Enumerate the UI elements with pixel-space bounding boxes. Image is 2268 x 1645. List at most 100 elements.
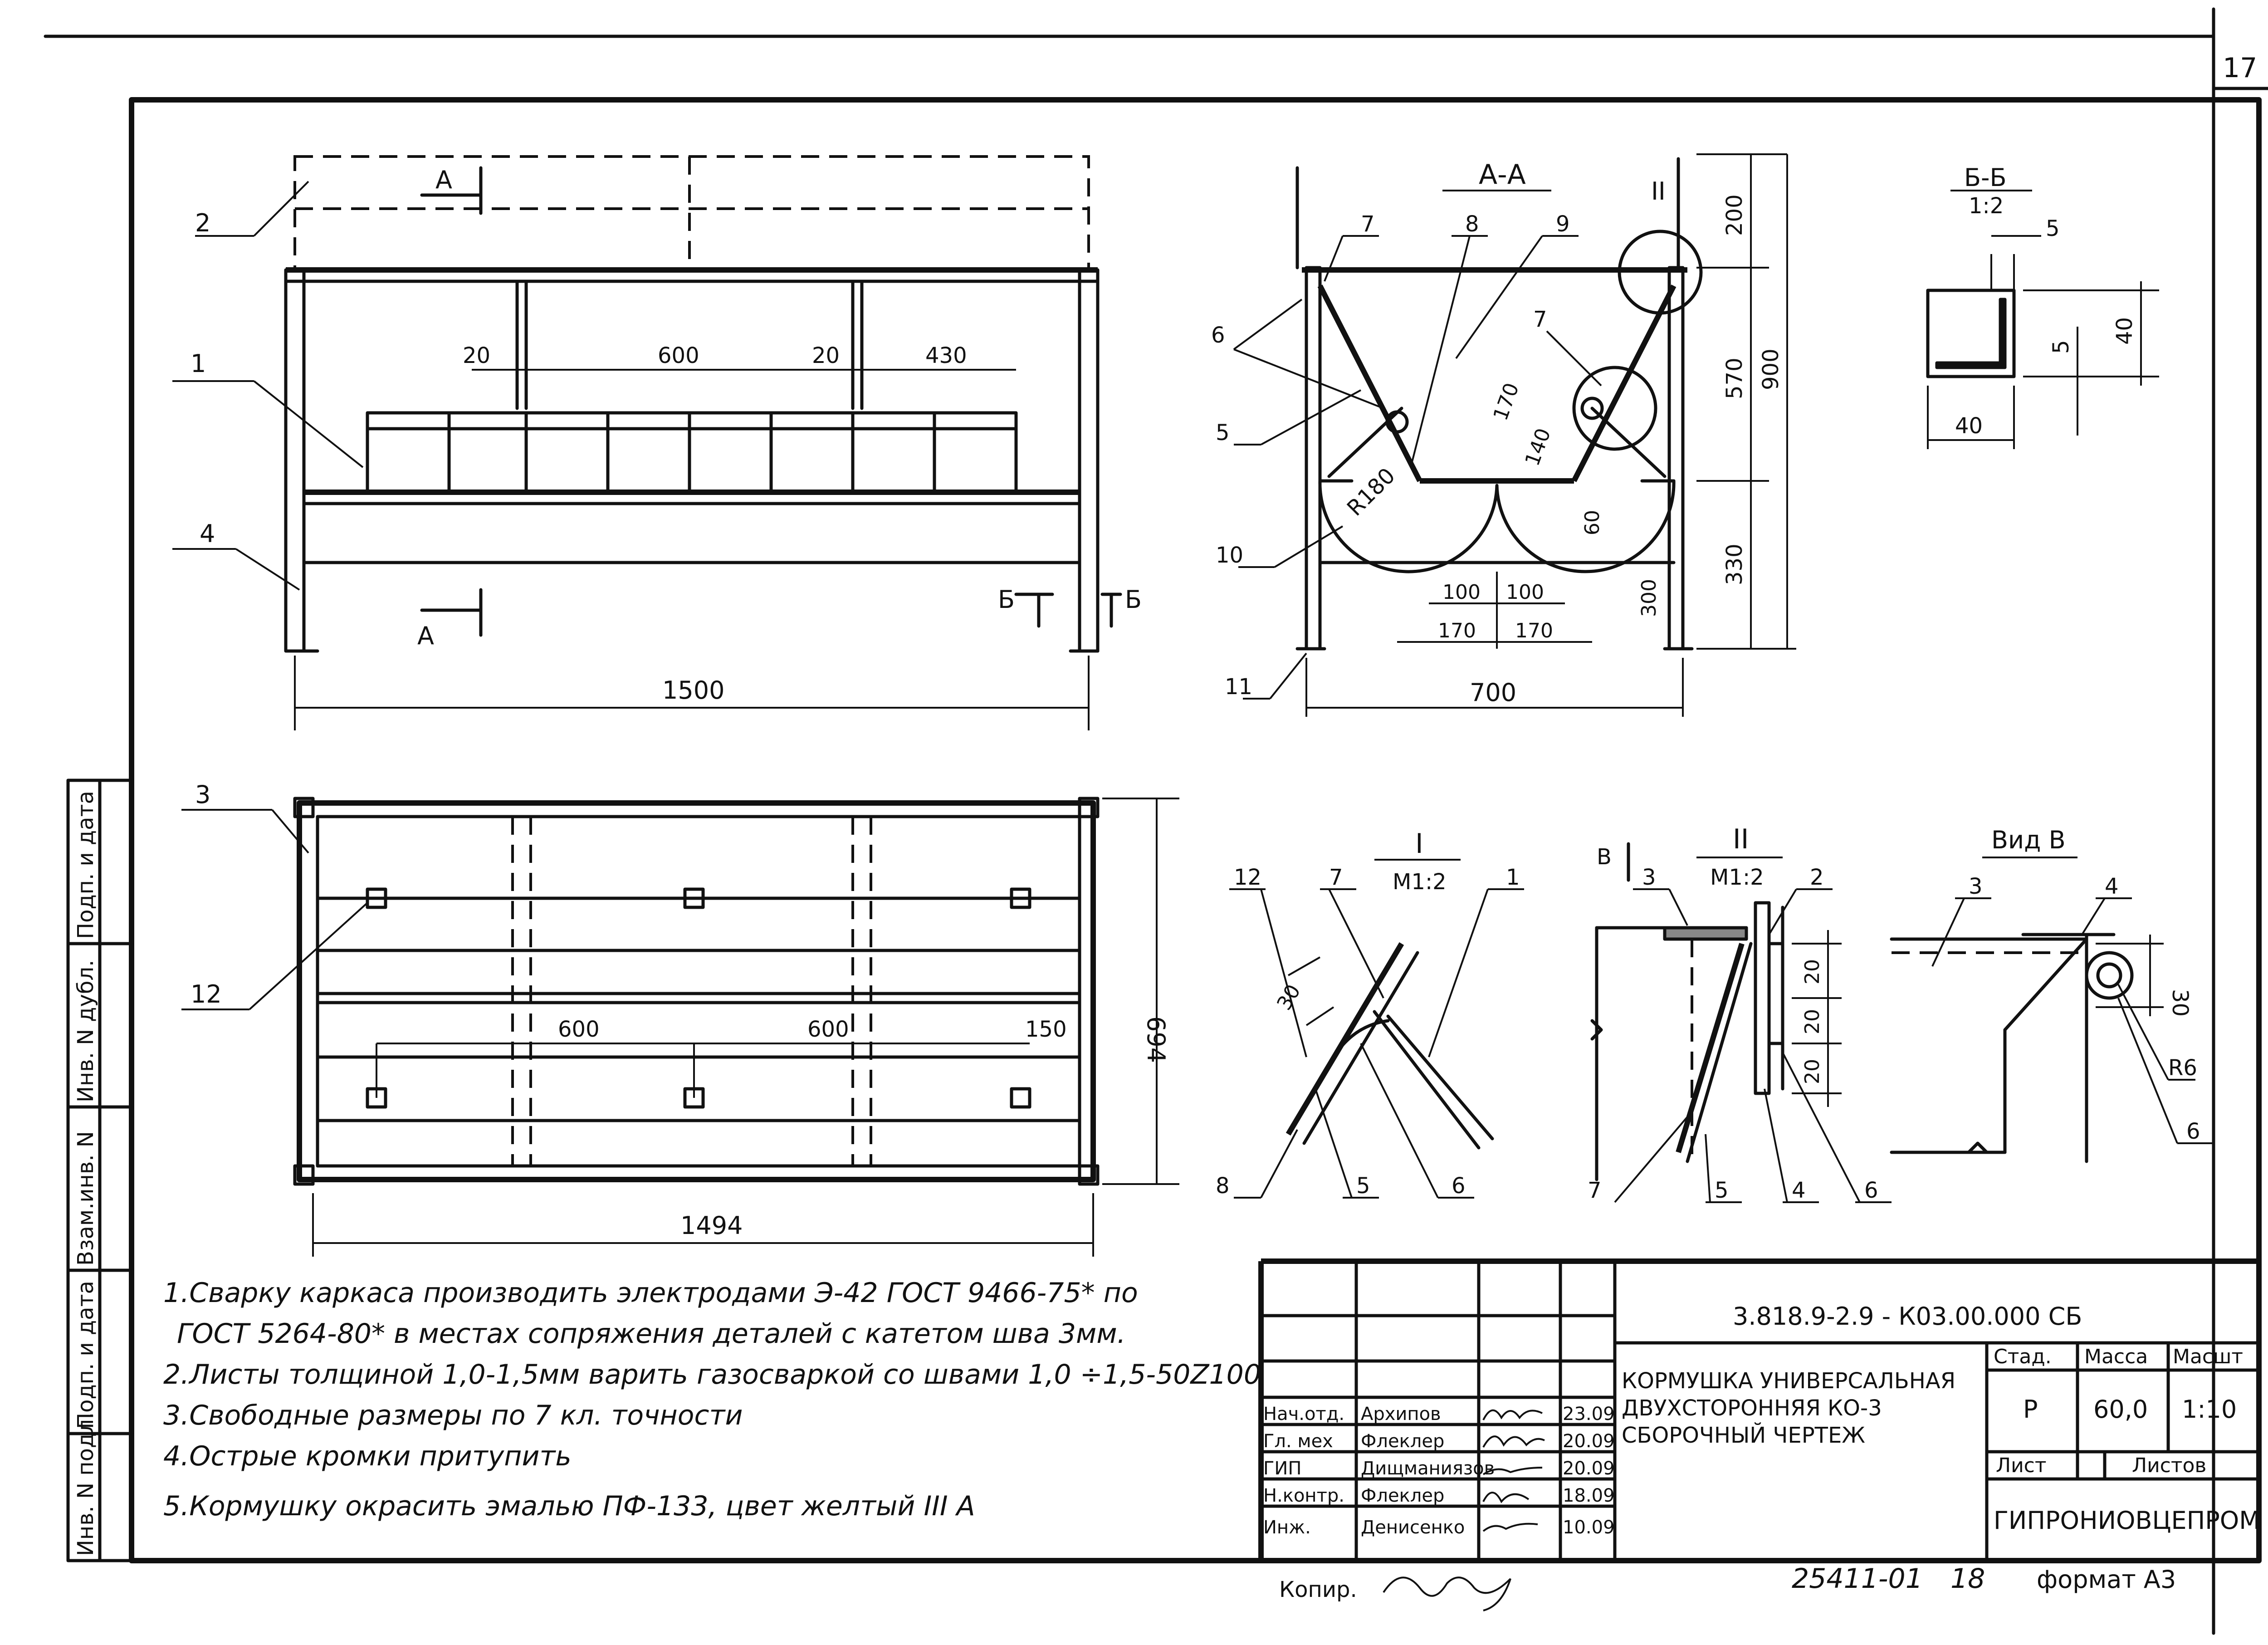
detail-2-title: II bbox=[1733, 823, 1749, 855]
signer-name-1: Архипов bbox=[1361, 1404, 1441, 1425]
tb-org: ГИПРОНИОВЦЕПРОМ bbox=[1994, 1506, 2260, 1535]
view-v-dim-r6: R6 bbox=[2168, 1055, 2197, 1081]
tb-value-mass: 60,0 bbox=[2093, 1395, 2148, 1424]
signer-role-3: ГИП bbox=[1263, 1458, 1301, 1479]
stamp-label-2: Подп. и дата bbox=[73, 1281, 98, 1429]
signer-role-5: Инж. bbox=[1263, 1517, 1311, 1538]
footer-num: 18 bbox=[1950, 1563, 1985, 1595]
front-callout-1: 1 bbox=[191, 349, 206, 378]
signer-role-1: Нач.отд. bbox=[1263, 1404, 1344, 1425]
detail-1-scale: M1:2 bbox=[1393, 869, 1447, 895]
aa-dim-200: 200 bbox=[1722, 194, 1747, 236]
aa-callout-5: 5 bbox=[1216, 420, 1230, 446]
bb-dim-40right: 40 bbox=[2112, 317, 2137, 345]
aa-roman-2: II bbox=[1651, 177, 1666, 206]
signature-scribbles bbox=[1482, 1409, 1545, 1532]
footer: Копир. 25411-01 18 формат А3 bbox=[1279, 1563, 2176, 1611]
aa-dim-100b: 100 bbox=[1506, 581, 1544, 604]
front-dim-20b: 20 bbox=[812, 343, 840, 368]
note-line-6: 5.Кормушку окрасить эмалью ПФ-133, цвет … bbox=[163, 1490, 975, 1522]
plan-dim-600a: 600 bbox=[558, 1017, 600, 1042]
detail-2-dim-20c: 20 bbox=[1801, 1059, 1824, 1084]
view-v: Вид В 30 R6 3 4 6 bbox=[1890, 826, 2214, 1163]
bb-dim-5top: 5 bbox=[2046, 216, 2060, 241]
tb-header-scale: Масшт bbox=[2173, 1345, 2243, 1368]
note-line-5: 4.Острые кромки притупить bbox=[163, 1440, 572, 1472]
detail-2-dim-20b: 20 bbox=[1801, 1009, 1824, 1034]
tb-header-stage: Стад. bbox=[1994, 1345, 2052, 1368]
aa-dim-140: 140 bbox=[1520, 425, 1555, 469]
detail-2-callout-5: 5 bbox=[1715, 1178, 1729, 1203]
plan-callout-12: 12 bbox=[191, 980, 222, 1009]
note-line-4: 3.Свободные размеры по 7 кл. точности bbox=[163, 1400, 743, 1431]
front-section-b-left: Б bbox=[998, 585, 1015, 614]
aa-callout-6: 6 bbox=[1211, 323, 1225, 348]
signer-date-5: 10.09 bbox=[1563, 1517, 1615, 1538]
detail-1-callout-12: 12 bbox=[1234, 865, 1261, 890]
detail-1-callout-1: 1 bbox=[1506, 865, 1520, 890]
detail-2-callout-6: 6 bbox=[1864, 1178, 1878, 1203]
plan-dim-1494: 1494 bbox=[680, 1211, 743, 1240]
bb-scale: 1:2 bbox=[1969, 193, 2004, 219]
aa-dim-170b: 170 bbox=[1515, 619, 1553, 642]
note-line-3: 2.Листы толщиной 1,0-1,5мм варить газосв… bbox=[163, 1359, 1261, 1390]
signer-date-3: 20.09 bbox=[1563, 1458, 1615, 1479]
aa-dim-900: 900 bbox=[1758, 348, 1784, 390]
note-line-2: ГОСТ 5264-80* в местах сопряжения детале… bbox=[177, 1318, 1126, 1350]
stamp-label-1: Инв. N подл. bbox=[73, 1412, 98, 1556]
footer-archive: 25411-01 bbox=[1792, 1563, 1923, 1595]
aa-dim-170a: 170 bbox=[1438, 619, 1476, 642]
detail-2-callout-7: 7 bbox=[1588, 1178, 1602, 1203]
detail-2-dim-20a: 20 bbox=[1801, 959, 1824, 984]
bb-dim-5right: 5 bbox=[2048, 340, 2074, 354]
aa-callout-9: 9 bbox=[1556, 211, 1570, 237]
aa-callout-7b: 7 bbox=[1533, 307, 1547, 332]
signer-date-2: 20.09 bbox=[1563, 1431, 1615, 1452]
detail-1-callout-5: 5 bbox=[1356, 1173, 1370, 1199]
bb-dim-40bottom: 40 bbox=[1955, 413, 1983, 439]
signer-date-4: 18.09 bbox=[1563, 1485, 1615, 1506]
stamp-label-5: Подп. и дата bbox=[73, 791, 98, 939]
section-aa-title: А-А bbox=[1479, 159, 1526, 191]
detail-1-dim-30: 30 bbox=[1272, 981, 1305, 1014]
tb-value-stage: Р bbox=[2023, 1395, 2038, 1424]
title-name-3: СБОРОЧНЫЙ ЧЕРТЕЖ bbox=[1622, 1422, 1865, 1448]
detail-1-callout-6: 6 bbox=[1452, 1173, 1466, 1199]
title-block: 3.818.9-2.9 - К03.00.000 СБ КОРМУШКА УНИ… bbox=[1258, 1258, 2261, 1562]
plan-dim-150: 150 bbox=[1025, 1017, 1067, 1042]
front-callout-4: 4 bbox=[200, 519, 215, 548]
plan-callout-3: 3 bbox=[195, 780, 210, 809]
title-name-2: ДВУХСТОРОННЯЯ КО-3 bbox=[1622, 1395, 1882, 1421]
front-dim-600: 600 bbox=[658, 343, 699, 368]
front-section-a-bottom: А bbox=[417, 622, 434, 650]
plan-dim-600b: 600 bbox=[807, 1017, 849, 1042]
stamp-label-4: Инв. N дубл. bbox=[73, 960, 98, 1102]
front-dim-1500: 1500 bbox=[662, 676, 724, 705]
view-v-callout-6: 6 bbox=[2186, 1119, 2200, 1144]
tb-sheet-label: Лист bbox=[1996, 1454, 2047, 1477]
signer-name-3: Дищманиязов bbox=[1361, 1458, 1495, 1479]
plan-dim-694: 694 bbox=[1142, 1016, 1170, 1063]
tb-value-scale: 1:10 bbox=[2182, 1395, 2237, 1424]
view-v-callout-3: 3 bbox=[1969, 874, 1983, 899]
stamp-label-3: Взам.инв. N bbox=[73, 1131, 98, 1266]
tb-header-mass: Масса bbox=[2084, 1345, 2148, 1368]
tb-sheets-label: Листов bbox=[2132, 1454, 2206, 1477]
title-code: 3.818.9-2.9 - К03.00.000 СБ bbox=[1733, 1302, 2082, 1331]
plan-view: 600 600 150 694 1494 3 12 bbox=[181, 780, 1179, 1257]
aa-dim-300: 300 bbox=[1637, 579, 1661, 617]
aa-callout-10: 10 bbox=[1216, 543, 1243, 568]
signer-date-1: 23.09 bbox=[1563, 1404, 1615, 1425]
detail-1-title: I bbox=[1415, 828, 1423, 860]
detail-2: II M1:2 В 20 20 20 3 2 7 5 4 6 bbox=[1588, 823, 1892, 1203]
signer-name-5: Денисенко bbox=[1361, 1517, 1465, 1538]
aa-dim-100a: 100 bbox=[1442, 581, 1481, 604]
front-section-b-right: Б bbox=[1125, 585, 1142, 614]
detail-1: I M1:2 30 12 7 1 8 5 6 bbox=[1216, 828, 1524, 1199]
detail-2-mark: В bbox=[1597, 844, 1612, 870]
title-name-1: КОРМУШКА УНИВЕРСАЛЬНАЯ bbox=[1622, 1368, 1955, 1394]
front-dim-430: 430 bbox=[925, 343, 967, 368]
section-aa: А-А 200 570 900 330 bbox=[1211, 153, 1796, 717]
aa-radius: R180 bbox=[1342, 463, 1400, 521]
